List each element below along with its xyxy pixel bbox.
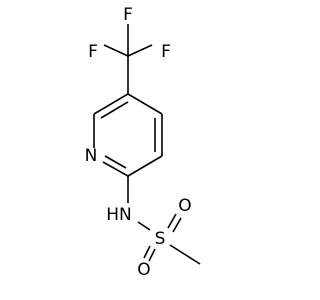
atom-o-top: O bbox=[178, 196, 191, 216]
bond-s-o-bottom-inner bbox=[148, 248, 156, 262]
bond-c-f-right bbox=[127, 44, 153, 57]
ring-bond-c2-n bbox=[102, 161, 129, 177]
ring-bond-c6-c5-inner bbox=[100, 101, 129, 119]
bond-c-f-left bbox=[103, 44, 129, 57]
bond-s-o-top bbox=[167, 213, 177, 229]
atom-n-ring: N bbox=[85, 146, 98, 166]
ring-bond-c6-c5 bbox=[93, 93, 129, 115]
ring-bond-c2-n-inner bbox=[104, 155, 127, 169]
bond-nh-s bbox=[137, 221, 151, 231]
bond-s-methyl bbox=[169, 244, 201, 265]
atom-nh: HN bbox=[106, 205, 132, 225]
structure-canvas: F F F N HN S O O bbox=[84, 5, 201, 280]
bond-s-o-top-inner bbox=[172, 217, 182, 233]
atom-f-left: F bbox=[88, 42, 98, 62]
molecule-structure: F F F N HN S O O bbox=[85, 5, 201, 280]
bond-s-o-bottom bbox=[143, 245, 151, 259]
atom-f-top: F bbox=[123, 5, 133, 25]
atom-f-right: F bbox=[161, 42, 171, 62]
ring-bond-c5-c4 bbox=[127, 93, 163, 115]
ring-bond-c3-c2 bbox=[127, 155, 163, 177]
atom-s: S bbox=[155, 229, 166, 249]
atom-o-bottom: O bbox=[137, 260, 150, 280]
